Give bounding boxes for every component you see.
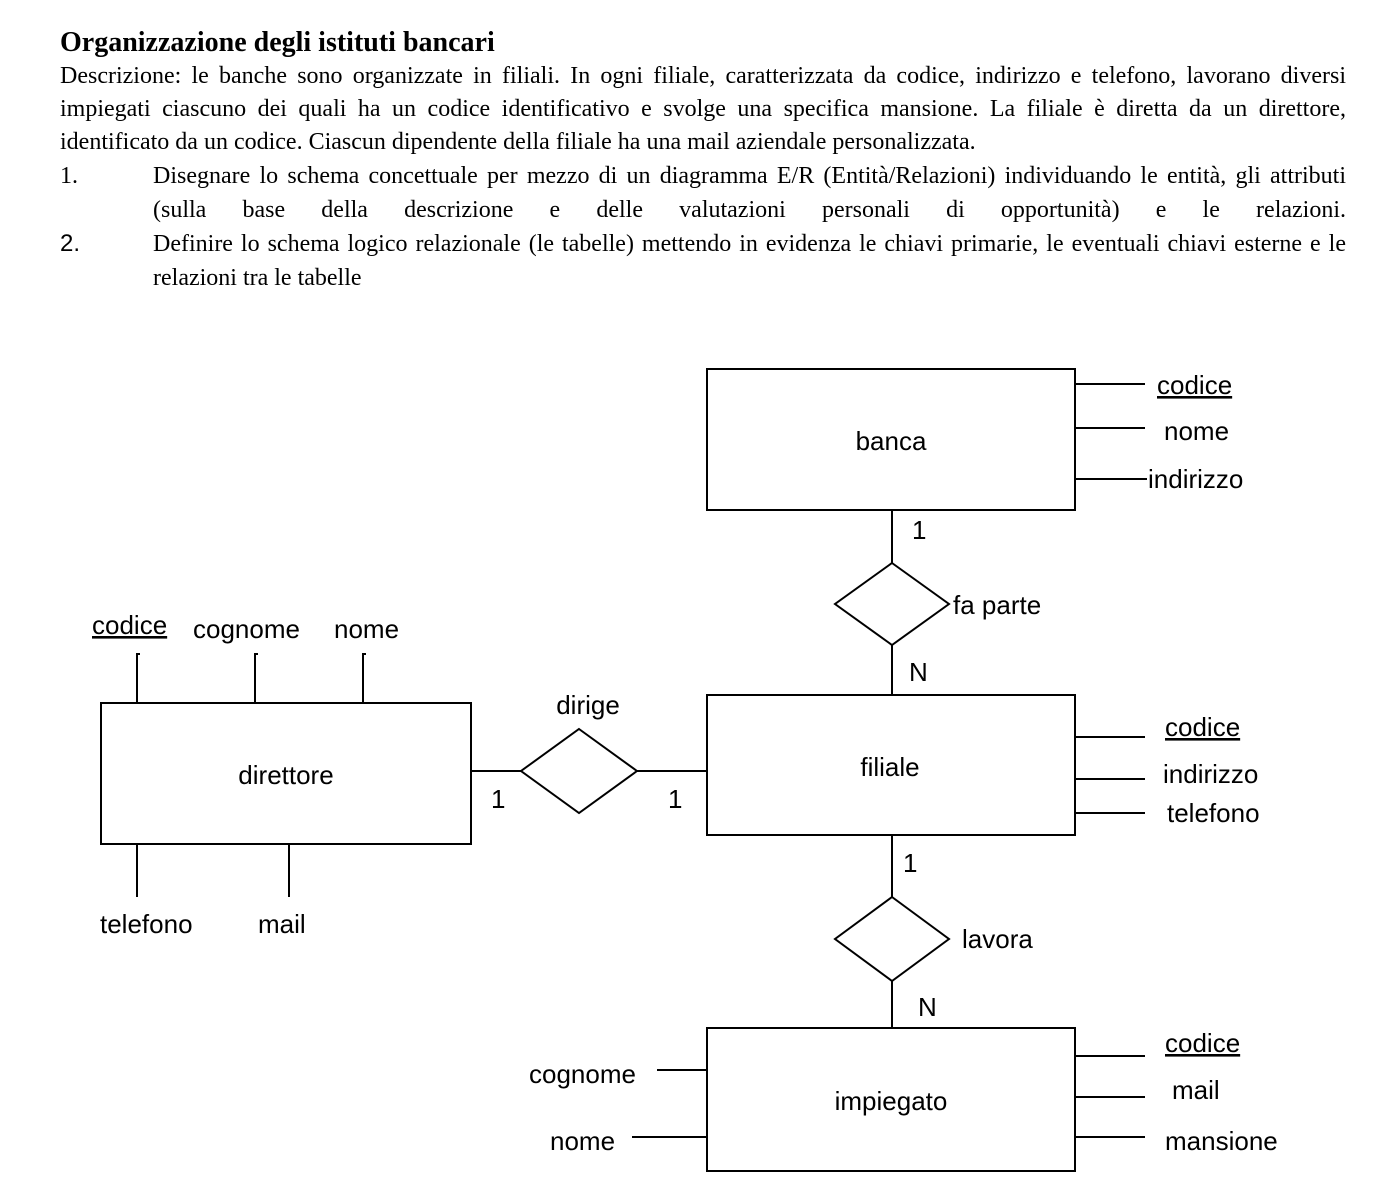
attribute-link — [254, 653, 258, 703]
attribute-label: telefono — [100, 909, 193, 939]
attribute-label: mail — [1172, 1075, 1220, 1105]
attribute-label: nome — [1164, 416, 1229, 446]
task-item: 2. Definire lo schema logico relazionale… — [60, 227, 1346, 295]
attribute-key-label: codice — [1165, 1028, 1240, 1058]
task-number: 2. — [60, 230, 81, 257]
attribute-label: nome — [550, 1126, 615, 1156]
relationship-lavora-label: lavora — [962, 924, 1033, 954]
relationship-fa-parte-label: fa parte — [953, 590, 1041, 620]
document-description: Descrizione: le banche sono organizzate … — [60, 63, 1346, 155]
task-text: Disegnare lo schema concettuale per mezz… — [153, 163, 1346, 223]
entity-banca-label: banca — [856, 426, 927, 456]
cardinality-label: N — [918, 992, 937, 1022]
attribute-label: mansione — [1165, 1126, 1278, 1156]
relationship-fa-parte-diamond — [833, 561, 951, 647]
task-number: 1. — [60, 163, 78, 189]
entity-filiale-label: filiale — [860, 752, 919, 782]
entity-impiegato-label: impiegato — [835, 1086, 948, 1116]
entity-direttore-label: direttore — [238, 760, 333, 790]
task-item: 1. Disegnare lo schema concettuale per m… — [60, 159, 1346, 227]
attribute-label: indirizzo — [1163, 759, 1258, 789]
task-text: Definire lo schema logico relazionale (l… — [153, 231, 1346, 291]
attribute-link — [362, 653, 366, 703]
attribute-label: mail — [258, 909, 306, 939]
relationship-lavora-diamond — [833, 895, 951, 983]
exercise-text: Organizzazione degli istituti bancari De… — [60, 26, 1346, 295]
attribute-key-label: codice — [1157, 370, 1232, 400]
attribute-label: cognome — [193, 614, 300, 644]
entity-direttore-box — [100, 702, 472, 845]
attribute-label: cognome — [529, 1059, 636, 1089]
attribute-label: telefono — [1167, 798, 1260, 828]
cardinality-label: N — [909, 657, 928, 687]
attribute-link — [136, 653, 140, 703]
document-title: Organizzazione degli istituti bancari — [60, 27, 495, 58]
attribute-label: nome — [334, 614, 399, 644]
attribute-key-label: codice — [1165, 712, 1240, 742]
cardinality-label: 1 — [912, 515, 926, 545]
cardinality-label: 1 — [668, 784, 682, 814]
relationship-dirige-label: dirige — [556, 690, 620, 720]
attribute-label: indirizzo — [1148, 464, 1243, 494]
cardinality-label: 1 — [903, 848, 917, 878]
attribute-key-label: codice — [92, 610, 167, 640]
cardinality-label: 1 — [491, 784, 505, 814]
relationship-dirige-diamond — [519, 727, 639, 815]
task-list: 1. Disegnare lo schema concettuale per m… — [60, 159, 1346, 295]
